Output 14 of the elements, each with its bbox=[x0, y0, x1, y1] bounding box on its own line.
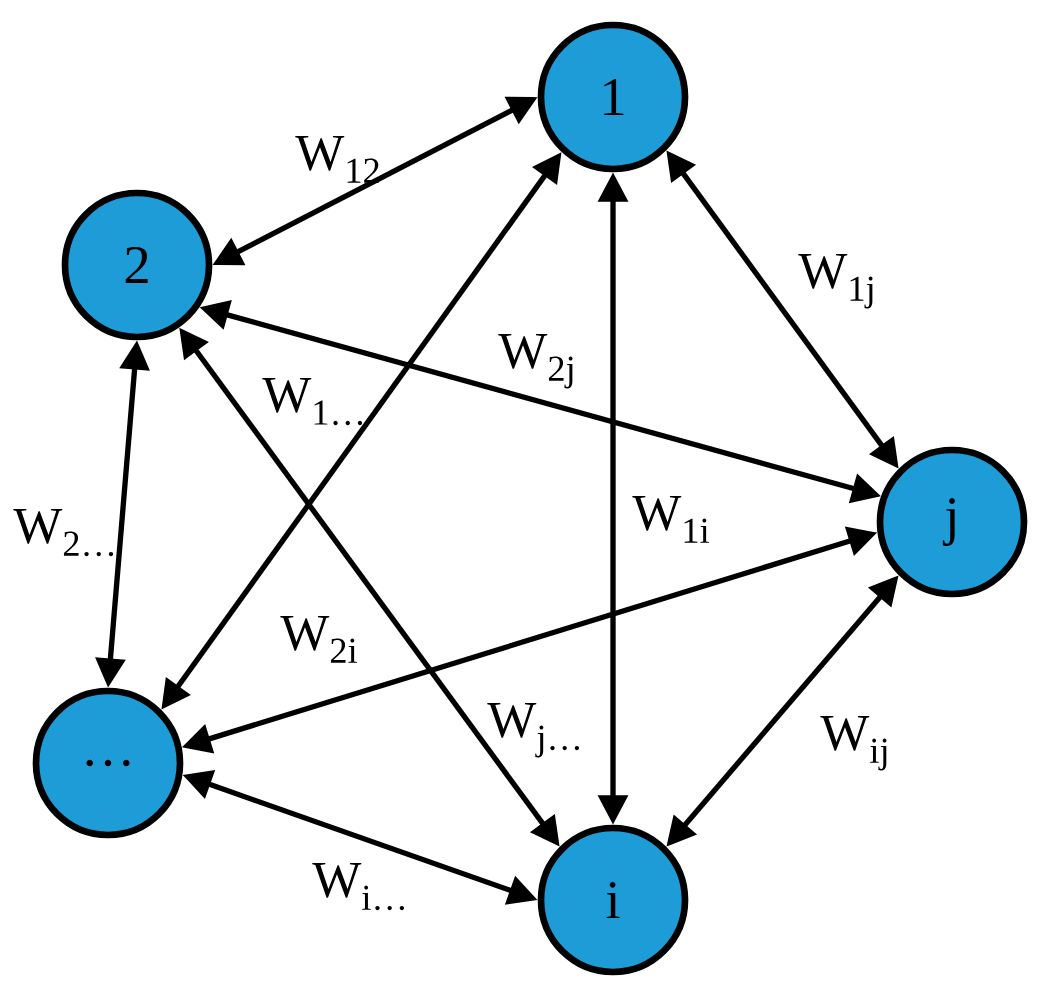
edge-label: W$_{1j}$ bbox=[798, 253, 873, 309]
edge-label: W$_{i…}$ bbox=[312, 862, 405, 911]
edge-label: W$_{j…}$ bbox=[487, 702, 580, 758]
circle-node: 1 bbox=[537, 21, 689, 173]
circle-node: j bbox=[876, 446, 1028, 598]
edge-label: W$_{1…}$ bbox=[262, 377, 363, 426]
circle-node: i bbox=[537, 824, 689, 976]
edge-label: W$_{2j}$ bbox=[498, 333, 573, 389]
edge-label: W$_{2i}$ bbox=[280, 615, 357, 663]
circle-node: 2 bbox=[61, 189, 213, 341]
edge-label: W$_{1i}$ bbox=[632, 495, 709, 543]
circle-node: … bbox=[32, 687, 184, 839]
edge-label: W$_{2…}$ bbox=[13, 508, 114, 557]
edge-label: W$_{ij}$ bbox=[820, 715, 887, 771]
